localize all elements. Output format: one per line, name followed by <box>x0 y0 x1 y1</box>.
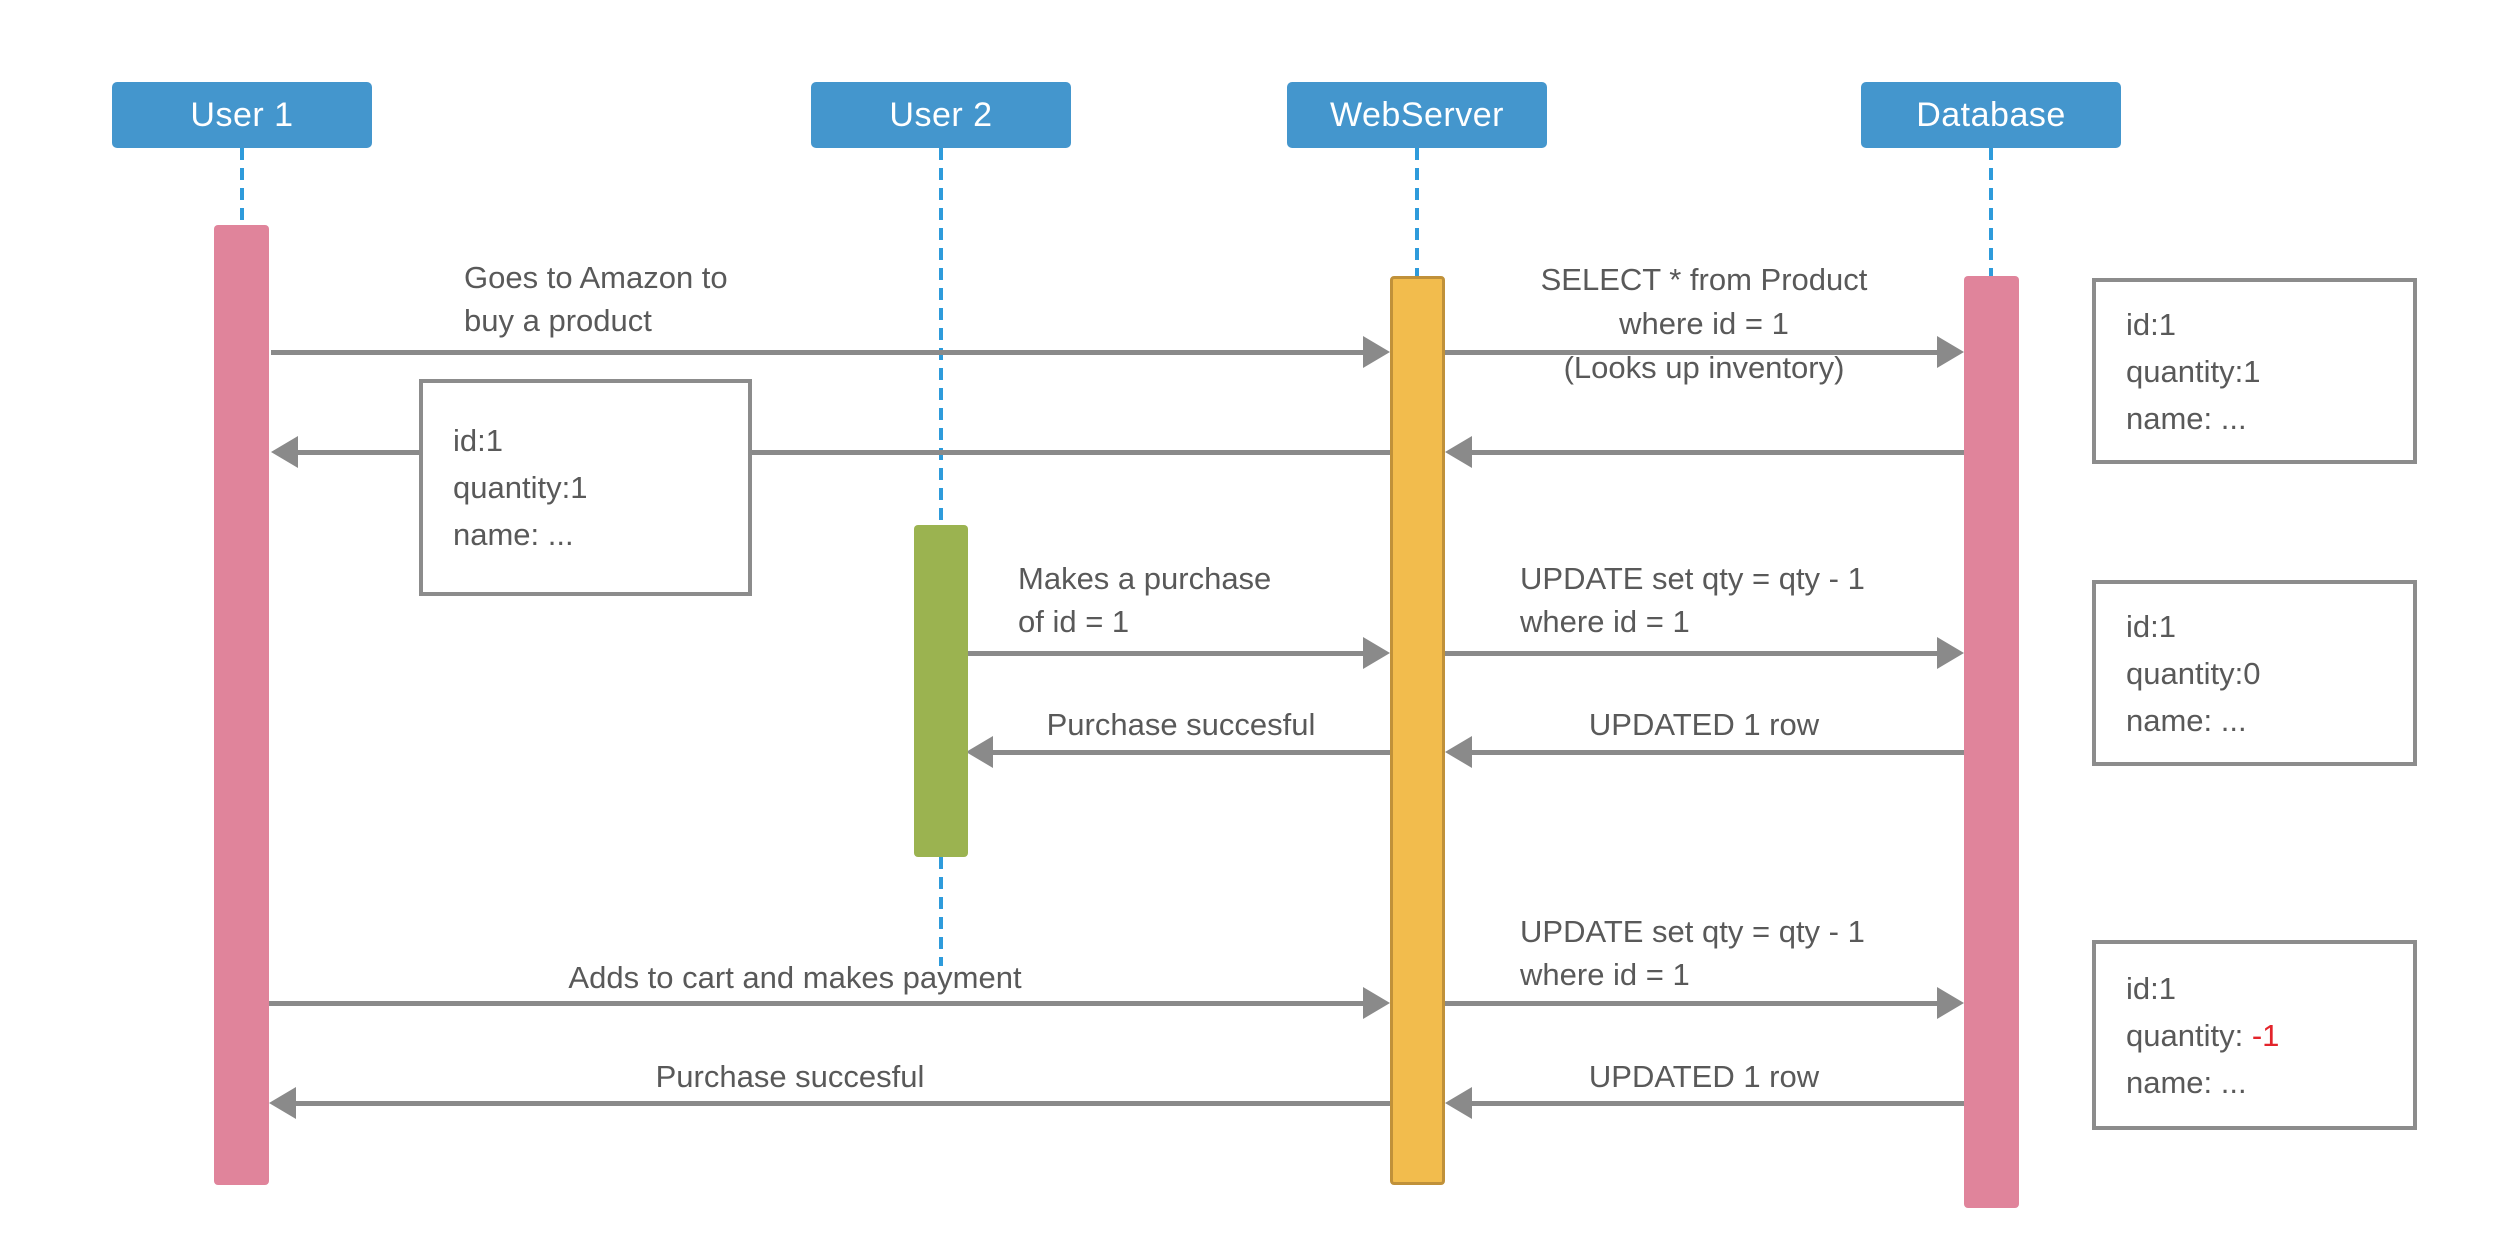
message-arrow-line-return-inventory-user1 <box>281 450 1390 455</box>
note-line: quantity:1 <box>453 464 748 511</box>
message-label-purchase-succesful-user2: Purchase succesful <box>981 703 1381 746</box>
message-text: UPDATED 1 row <box>1588 1059 1820 1094</box>
arrow-head-purchase-succesful-user2 <box>966 736 993 768</box>
note-text: name: ... <box>2126 400 2247 436</box>
message-arrow-line-update-qty-1 <box>1443 651 1954 656</box>
message-text: where id = 1 <box>1520 957 1690 992</box>
note-text: id:1 <box>2126 608 2176 644</box>
message-arrow-line-select-product <box>1443 350 1954 355</box>
lifeline-webserver <box>1415 148 1419 279</box>
note-line: quantity: -1 <box>2126 1012 2413 1059</box>
lifeline-user1 <box>240 148 244 228</box>
note-text: id:1 <box>453 423 503 458</box>
arrow-head-adds-to-cart <box>1363 987 1390 1019</box>
note-line: id:1 <box>2126 301 2413 348</box>
message-arrow-line-return-inventory-webserver <box>1455 450 1964 455</box>
message-arrow-line-goes-to-amazon <box>271 350 1380 355</box>
message-label-adds-to-cart: Adds to cart and makes payment <box>545 956 1045 999</box>
arrow-head-return-inventory-user1 <box>271 436 298 468</box>
note-line: id:1 <box>453 417 748 464</box>
note-response-to-user1: id:1 quantity:1 name: ... <box>419 379 752 596</box>
actor-box-user2: User 2 <box>811 82 1071 148</box>
note-text: quantity:1 <box>453 470 588 505</box>
arrow-head-makes-purchase <box>1363 637 1390 669</box>
message-text: Adds to cart and makes payment <box>568 960 1022 995</box>
lifeline-database <box>1989 148 1993 279</box>
note-line: name: ... <box>2126 697 2413 744</box>
actor-label-database: Database <box>1916 95 2066 134</box>
arrow-head-updated-1-row-first <box>1445 736 1472 768</box>
message-text: SELECT * from Product <box>1540 262 1868 297</box>
message-label-select-product: SELECT * from Product where id = 1 (Looks … <box>1454 258 1954 390</box>
message-text: Purchase succesful <box>655 1059 925 1094</box>
message-arrow-line-adds-to-cart <box>269 1001 1380 1006</box>
message-text: (Looks up inventory) <box>1563 350 1845 385</box>
activation-bar-database <box>1964 276 2019 1208</box>
message-label-makes-purchase: Makes a purchase of id = 1 <box>1018 557 1271 643</box>
arrow-head-update-qty-2 <box>1937 987 1964 1019</box>
arrow-head-purchase-succesful-user1 <box>269 1087 296 1119</box>
note-db-state-after-first-purchase: id:1 quantity:0 name: ... <box>2092 580 2417 766</box>
message-arrow-line-updated-1-row-second <box>1455 1101 1964 1106</box>
arrow-head-select-product <box>1937 336 1964 368</box>
message-label-updated-1-row-second: UPDATED 1 row <box>1504 1055 1904 1098</box>
actor-box-user1: User 1 <box>112 82 372 148</box>
note-text: name: ... <box>2126 1064 2247 1100</box>
actor-box-database: Database <box>1861 82 2121 148</box>
message-text: Goes to Amazon to <box>464 260 728 295</box>
message-text: UPDATE set qty = qty - 1 <box>1520 561 1865 596</box>
message-text: Purchase succesful <box>1046 707 1316 742</box>
message-label-updated-1-row-first: UPDATED 1 row <box>1504 703 1904 746</box>
message-text: where id = 1 <box>1619 306 1789 341</box>
note-text: name: ... <box>2126 702 2247 738</box>
actor-box-webserver: WebServer <box>1287 82 1547 148</box>
message-arrow-line-purchase-succesful-user1 <box>279 1101 1390 1106</box>
message-text: where id = 1 <box>1520 604 1690 639</box>
note-line: quantity:0 <box>2126 650 2413 697</box>
message-label-purchase-succesful-user1: Purchase succesful <box>590 1055 990 1098</box>
note-line: name: ... <box>2126 395 2413 442</box>
message-label-update-qty-1: UPDATE set qty = qty - 1 where id = 1 <box>1520 557 1865 643</box>
note-text: name: ... <box>453 517 574 552</box>
actor-label-user1: User 1 <box>190 95 294 134</box>
message-text: of id = 1 <box>1018 604 1130 639</box>
lifeline-user2 <box>939 148 943 527</box>
message-text: UPDATED 1 row <box>1588 707 1820 742</box>
message-text: buy a product <box>464 303 652 338</box>
note-text: quantity: <box>2126 1017 2252 1053</box>
arrow-head-updated-1-row-second <box>1445 1087 1472 1119</box>
arrow-head-goes-to-amazon <box>1363 336 1390 368</box>
note-line: name: ... <box>453 511 748 558</box>
actor-label-user2: User 2 <box>889 95 993 134</box>
lifeline-user2-1 <box>939 857 943 966</box>
message-arrow-line-makes-purchase <box>966 651 1380 656</box>
message-label-goes-to-amazon: Goes to Amazon to buy a product <box>464 256 728 342</box>
note-text: quantity:0 <box>2126 655 2261 691</box>
note-line: id:1 <box>2126 965 2413 1012</box>
message-label-update-qty-2: UPDATE set qty = qty - 1 where id = 1 <box>1520 910 1865 996</box>
note-db-state-initial: id:1 quantity:1 name: ... <box>2092 278 2417 464</box>
note-value-highlight: -1 <box>2251 1017 2280 1053</box>
message-arrow-line-update-qty-2 <box>1443 1001 1954 1006</box>
arrow-head-return-inventory-webserver <box>1445 436 1472 468</box>
note-text: quantity:1 <box>2126 353 2261 389</box>
note-line: name: ... <box>2126 1059 2413 1106</box>
note-line: quantity:1 <box>2126 348 2413 395</box>
activation-bar-webserver <box>1390 276 1445 1185</box>
note-text: id:1 <box>2126 306 2176 342</box>
arrow-head-update-qty-1 <box>1937 637 1964 669</box>
message-arrow-line-updated-1-row-first <box>1455 750 1964 755</box>
note-text: id:1 <box>2126 970 2176 1006</box>
message-text: UPDATE set qty = qty - 1 <box>1520 914 1865 949</box>
activation-bar-user1 <box>214 225 269 1185</box>
message-text: Makes a purchase <box>1018 561 1272 596</box>
activation-bar-user2 <box>914 525 968 857</box>
note-line: id:1 <box>2126 603 2413 650</box>
actor-label-webserver: WebServer <box>1330 95 1504 134</box>
message-arrow-line-purchase-succesful-user2 <box>976 750 1390 755</box>
